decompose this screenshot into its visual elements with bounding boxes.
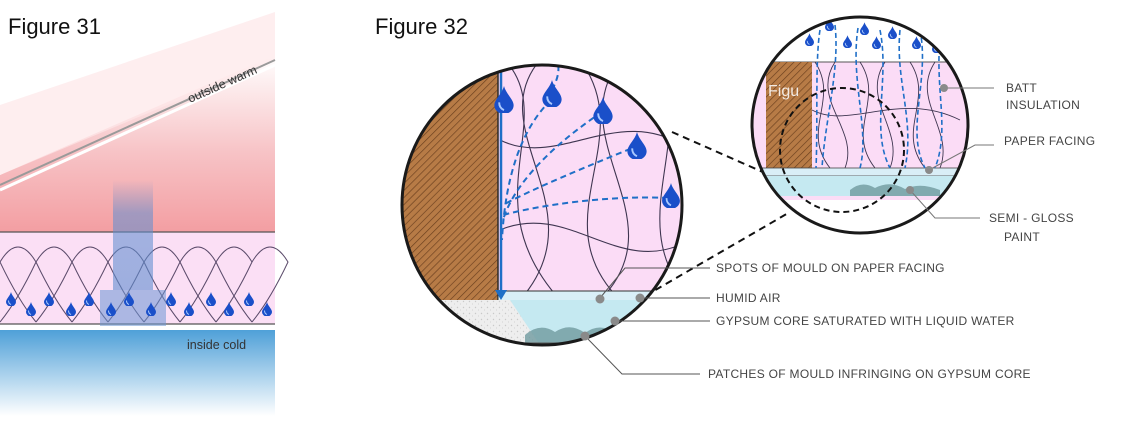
magnifier-circle: [400, 63, 684, 347]
cold-air-zone: [0, 330, 275, 416]
right-callout-dots: [906, 84, 948, 194]
callout-humid-air: HUMID AIR: [716, 291, 781, 305]
humid-air-column: [113, 180, 153, 290]
zoom-region-ring: [779, 87, 905, 213]
figure-31-title: Figure 31: [8, 14, 101, 39]
callout-mould-spots: SPOTS OF MOULD ON PAPER FACING: [716, 261, 945, 275]
callout-paint-line1: SEMI - GLOSS: [989, 211, 1074, 225]
callout-gypsum-saturated: GYPSUM CORE SATURATED WITH LIQUID WATER: [716, 314, 1015, 328]
warm-air-upper: [0, 12, 275, 175]
figure-32: Figure 32: [375, 14, 1095, 381]
overview-flow-paths: [815, 24, 943, 169]
overview-circle: [750, 15, 970, 235]
figure-32-title: Figure 32: [375, 14, 468, 39]
figure-31: Figure 31 outside warm inside cold: [0, 12, 289, 416]
callout-batt-line1: BATT: [1006, 81, 1037, 95]
left-callout-dots: [580, 293, 645, 341]
magnified-detail: [402, 65, 682, 345]
roof-line: [0, 59, 276, 186]
overview-ghost-title: Figu: [768, 83, 799, 100]
overview-wood-stud: [766, 62, 812, 170]
overview-detail: Figu: [752, 17, 968, 213]
right-callout-leaders: [909, 87, 994, 219]
callout-mould-patches: PATCHES OF MOULD INFRINGING ON GYPSUM CO…: [708, 367, 1031, 381]
zoom-connector-bottom: [644, 211, 791, 297]
callout-paper-facing: PAPER FACING: [1004, 134, 1095, 148]
inside-cold-label: inside cold: [187, 338, 246, 352]
warm-air-zone: [0, 55, 275, 232]
callout-paint-line2: PAINT: [1004, 230, 1040, 244]
callout-batt-line2: INSULATION: [1006, 98, 1080, 112]
left-callout-leaders: [584, 267, 710, 375]
overview-fibers: [811, 61, 961, 169]
zoom-connector-top: [671, 131, 791, 185]
roof-line-highlight: [0, 63, 276, 192]
